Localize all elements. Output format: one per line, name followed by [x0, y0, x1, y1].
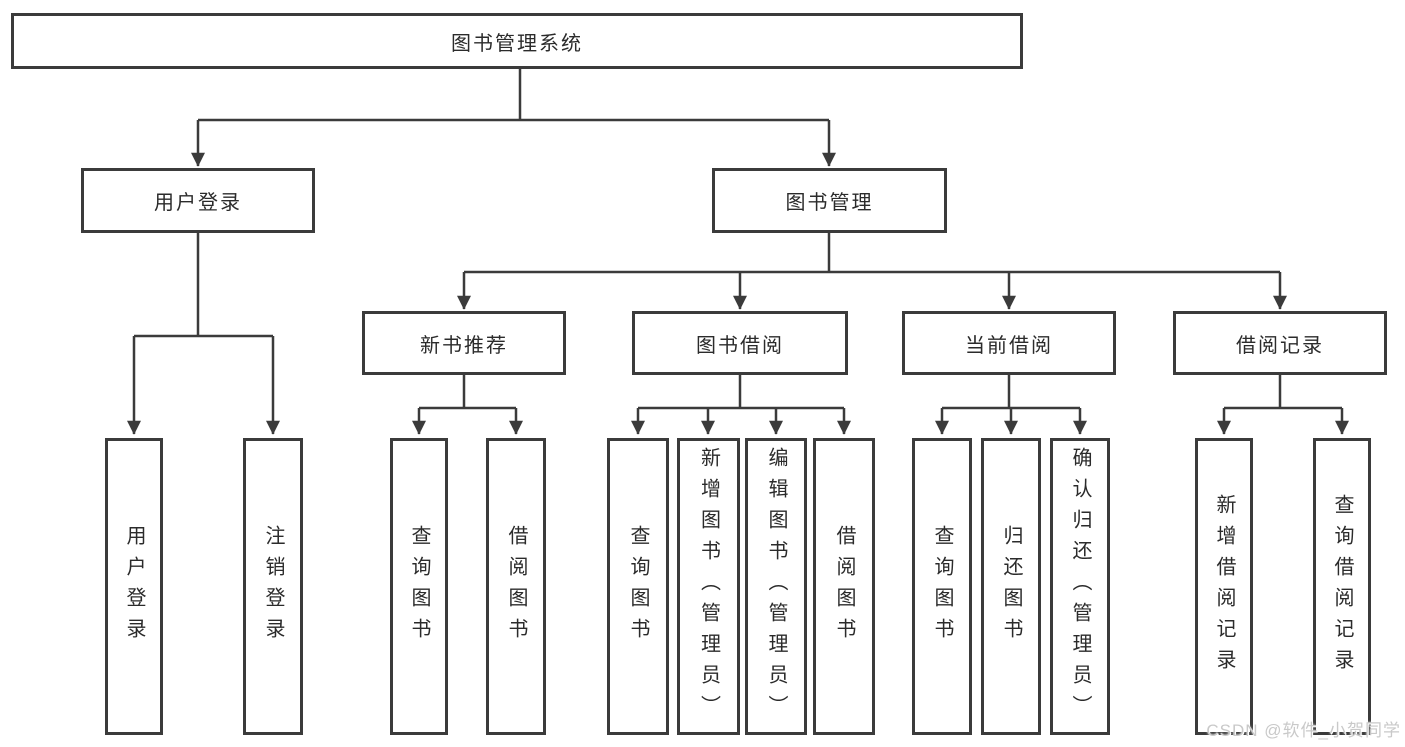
leaf-borrow-books-1: 借阅图书 — [486, 438, 546, 735]
leaf-query-books-3: 查询图书 — [912, 438, 972, 735]
leaf-add-books-admin: 新增图书（管理员） — [677, 438, 740, 735]
node-borrow-records: 借阅记录 — [1173, 311, 1387, 375]
leaf-query-books-2: 查询图书 — [607, 438, 669, 735]
leaf-return-books: 归还图书 — [981, 438, 1041, 735]
leaf-confirm-return-admin: 确认归还（管理员） — [1050, 438, 1110, 735]
leaf-query-books-1: 查询图书 — [390, 438, 448, 735]
csdn-watermark: CSDN @软件_小贺同学 — [1206, 721, 1401, 740]
node-book-borrow: 图书借阅 — [632, 311, 848, 375]
node-book-management: 图书管理 — [712, 168, 947, 233]
leaf-edit-books-admin: 编辑图书（管理员） — [745, 438, 807, 735]
leaf-user-login: 用户登录 — [105, 438, 163, 735]
node-root-library-system: 图书管理系统 — [11, 13, 1023, 69]
leaf-logout: 注销登录 — [243, 438, 303, 735]
leaf-add-borrow-record: 新增借阅记录 — [1195, 438, 1253, 735]
leaf-borrow-books-2: 借阅图书 — [813, 438, 875, 735]
node-user-login: 用户登录 — [81, 168, 315, 233]
leaf-query-borrow-record: 查询借阅记录 — [1313, 438, 1371, 735]
node-current-borrow: 当前借阅 — [902, 311, 1116, 375]
node-new-book-recommend: 新书推荐 — [362, 311, 566, 375]
